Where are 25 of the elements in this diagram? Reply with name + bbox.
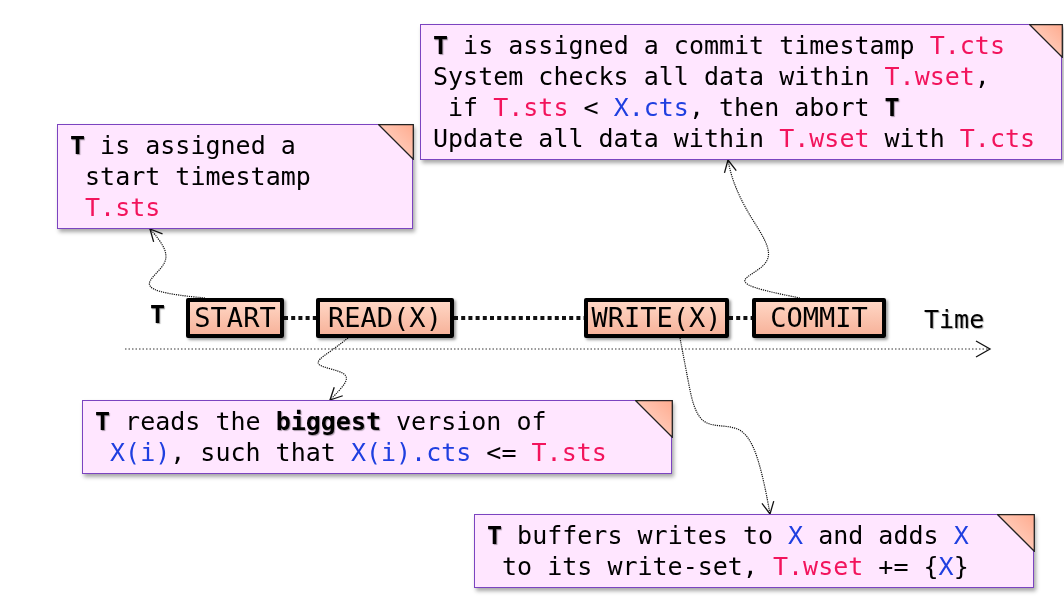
event-box [186, 298, 284, 338]
dotted-connector [729, 316, 752, 320]
note-text: T is assigned a start timestamp T.sts [70, 130, 312, 223]
note-text: T buffers writes to X and adds X to its write-set, T.wset += {X} [487, 520, 970, 582]
transaction-label: T [150, 300, 166, 329]
curved-leader-arrow [317, 337, 349, 401]
event-box [316, 298, 454, 338]
curved-leader-arrow [723, 159, 801, 299]
event-box [752, 298, 886, 338]
dotted-connector [284, 316, 316, 320]
curved-leader-arrow [148, 228, 206, 299]
axis-label: Time [924, 305, 985, 334]
note-text: Update all data within T.wset with T.cts [433, 123, 1037, 154]
event-label: COMMIT [770, 303, 868, 333]
note-text: T reads the biggest version of X(i), such that X(i).cts <= T.sts [95, 406, 608, 468]
curved-leader-arrow [679, 337, 775, 515]
event-label: WRITE(X) [591, 303, 722, 333]
note-box [57, 124, 413, 229]
event-label: START [194, 303, 276, 333]
note-box [82, 400, 672, 474]
event-box [584, 298, 729, 338]
event-label: READ(X) [328, 303, 442, 333]
note-box [474, 514, 1034, 588]
note-box [420, 24, 1062, 160]
note-text: T is assigned a commit timestamp T.cts [433, 30, 1006, 61]
